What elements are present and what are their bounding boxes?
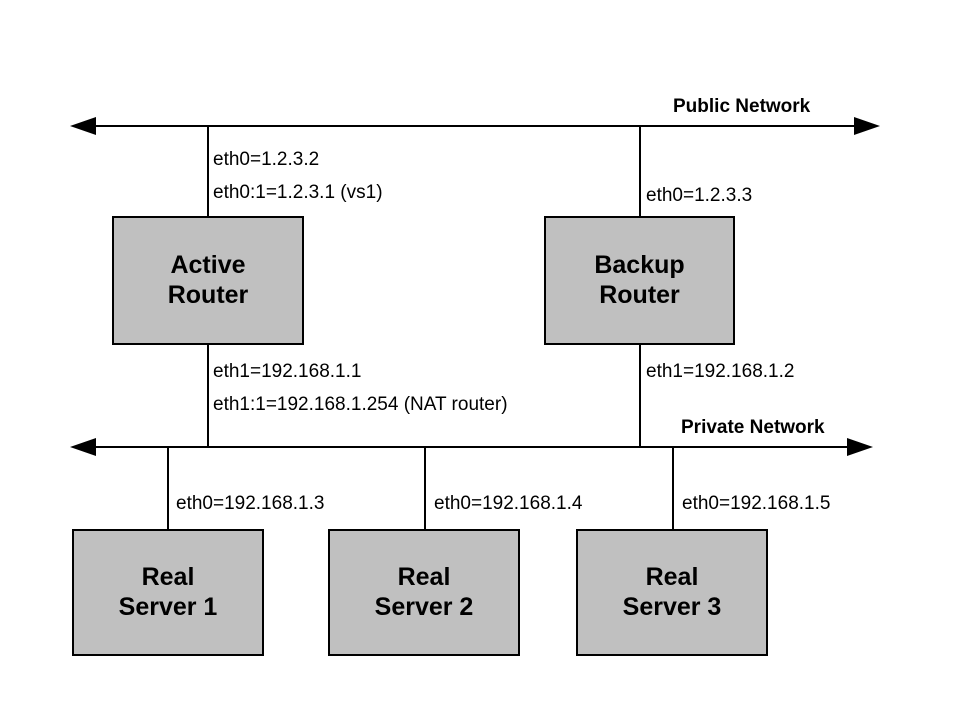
public-right-arrowhead-icon [854,117,880,135]
active-router-label-line-1: Active [170,251,246,279]
real-server-2-interface-label-line-1: eth0=192.168.1.4 [434,493,583,514]
public-network-label: Public Network [673,96,811,117]
backup-router-label-line-2: Router [599,280,680,309]
private-network-label: Private Network [681,417,825,438]
real-server-1-label-line-2: Server 1 [118,592,218,621]
backup-router-public-interface-label: eth0=1.2.3.3 [646,186,752,205]
real-server-1-interface-label: eth0=192.168.1.3 [176,494,324,513]
real-server-2-interface-label: eth0=192.168.1.4 [434,494,582,513]
real-server-3-label-line-1: Real [645,563,699,591]
active-router-private-interface-label-line-1: eth1=192.168.1.1 [213,361,362,382]
real-server-3-label-line-2: Server 3 [622,592,722,621]
active-router-public-interface-label: eth0=1.2.3.2 eth0:1=1.2.3.1 (vs1) [213,150,383,202]
real-server-3-interface-label-line-1: eth0=192.168.1.5 [682,493,831,514]
backup-router-private-interface-label: eth1=192.168.1.2 [646,362,794,381]
public-left-arrowhead-icon [70,117,96,135]
active-router-private-interface-label: eth1=192.168.1.1 eth1:1=192.168.1.254 (NA… [213,362,508,414]
active-router-label-line-2: Router [167,280,249,309]
active-router-public-interface-label-line-1: eth0=1.2.3.2 [213,149,320,170]
backup-router-private-interface-label-line-1: eth1=192.168.1.2 [646,361,795,382]
backup-router-public-interface-label-line-1: eth0=1.2.3.3 [646,185,753,206]
real-server-3-interface-label: eth0=192.168.1.5 [682,494,830,513]
real-server-2-label-line-1: Real [397,563,451,591]
real-server-1-interface-label-line-1: eth0=192.168.1.3 [176,493,325,514]
private-left-arrowhead-icon [70,438,96,456]
real-server-2-label-line-2: Server 2 [374,592,474,621]
active-router-public-interface-label-line-2: eth0:1=1.2.3.1 (vs1) [213,182,383,203]
real-server-1-label-line-1: Real [141,563,195,591]
backup-router-label-line-1: Backup [594,251,685,279]
private-right-arrowhead-icon [847,438,873,456]
active-router-private-interface-label-line-2: eth1:1=192.168.1.254 (NAT router) [213,394,508,415]
